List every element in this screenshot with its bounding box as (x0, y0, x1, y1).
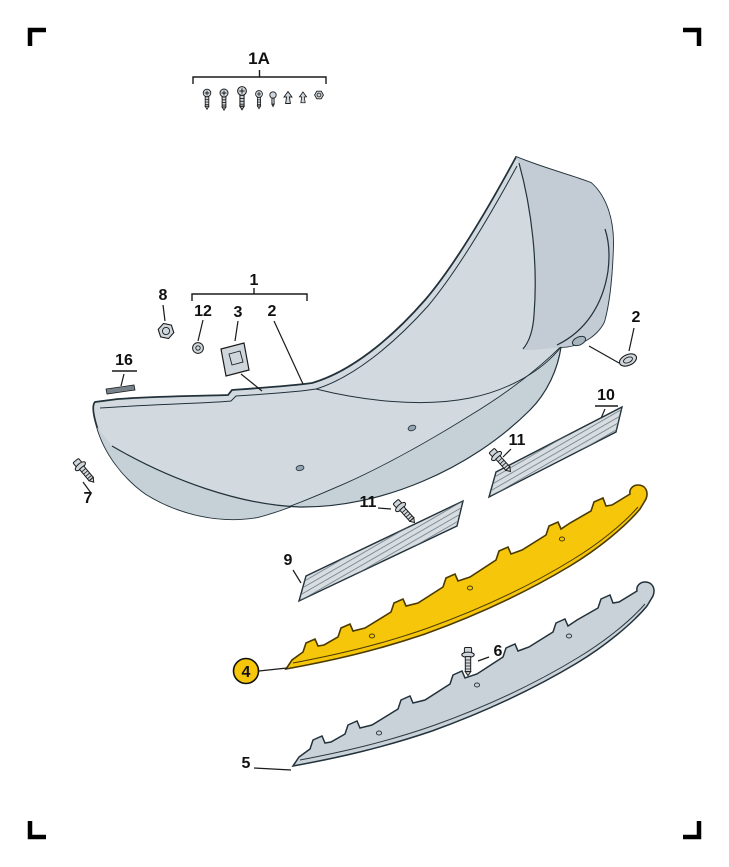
callout-label-1[interactable]: 1 (250, 272, 259, 289)
leader-line-bracket-to-bumper (240, 373, 263, 392)
screw-center-group[interactable]: 6 (461, 643, 503, 677)
callout-label-12[interactable]: 12 (194, 303, 212, 320)
bumper-lower-face-shade (97, 347, 561, 520)
leader-line-5 (253, 767, 292, 771)
cap-inner-line (623, 356, 633, 364)
callout-label-9[interactable]: 9 (284, 552, 293, 569)
washer-bore (195, 345, 201, 351)
callout-label-3[interactable]: 3 (234, 304, 243, 321)
callout-label-4[interactable]: 4 (242, 664, 251, 681)
fastener-kit-group[interactable]: 1A (192, 49, 327, 111)
callout-label-11-mid[interactable]: 11 (360, 494, 377, 511)
kit-screw-icon (237, 86, 247, 111)
kit-clip-icon (298, 91, 308, 104)
diffuser-strip-highlighted[interactable]: 4 (232, 484, 648, 685)
trim-strip-group[interactable]: 5 (242, 581, 655, 772)
leader-line-4 (258, 667, 288, 672)
leader-line-9 (292, 569, 302, 584)
bumper-upper-rim-line (315, 346, 562, 404)
leader-line-11-mid (377, 507, 392, 510)
callout-label-16[interactable]: 16 (115, 352, 133, 369)
adhesive-pad-shape (105, 384, 136, 395)
grille-right-group[interactable]: 10 (487, 387, 624, 499)
screw-icon-11-mid (390, 496, 420, 528)
grille-left-group[interactable]: 9 (284, 499, 465, 603)
cap-right-group[interactable]: 2 (588, 309, 641, 369)
leader-line-6 (477, 656, 490, 662)
adhesive-pad[interactable]: 16 (105, 352, 137, 395)
callout-label-2-right[interactable]: 2 (632, 309, 641, 326)
callout-label-11-right[interactable]: 11 (509, 432, 526, 449)
grille-right-hatch (489, 407, 622, 497)
washer[interactable] (192, 342, 204, 354)
kit-rivet-icon (269, 91, 277, 107)
callout-label-10[interactable]: 10 (597, 387, 615, 404)
leader-line-2-right (628, 327, 635, 352)
cap-shape (618, 353, 638, 367)
hex-nut-bore (161, 326, 171, 336)
cap-mounting-hole (571, 335, 587, 347)
hex-nut[interactable] (157, 322, 176, 340)
kit-screw-icon (255, 90, 263, 110)
crop-mark-top-right (683, 27, 702, 46)
leader-line-16 (120, 373, 125, 387)
crop-mark-top-left (27, 27, 46, 46)
screw-right-group[interactable]: 11 (486, 432, 526, 477)
mounting-bracket[interactable] (220, 342, 263, 392)
crop-mark-bottom-right (683, 821, 702, 840)
callout-label-2[interactable]: 2 (268, 303, 277, 320)
leader-line-7 (82, 481, 92, 494)
leader-line-3 (234, 320, 239, 342)
assembly-callout-group: 1 8 12 3 2 (159, 272, 308, 385)
callout-label-8[interactable]: 8 (159, 287, 168, 304)
kit-nut-icon (314, 90, 324, 100)
assembly-bracket (191, 293, 308, 301)
bumper-wheel-arch-line (556, 228, 610, 346)
bumper-crease-line (111, 346, 562, 508)
mounting-bracket-slot (228, 350, 244, 366)
leader-line-cap-to-hole (588, 345, 620, 364)
kit-screw-icon (219, 88, 229, 111)
sensor-hole (295, 464, 305, 472)
bumper-top-flange-line (99, 165, 518, 409)
bumper-cover[interactable] (92, 155, 614, 521)
callout-label-1A[interactable]: 1A (248, 49, 270, 68)
screw-icon-7 (70, 456, 99, 487)
callout-label-7[interactable]: 7 (84, 490, 93, 507)
leader-line-12 (197, 319, 204, 342)
kit-clip-icon (283, 91, 293, 104)
highlight-badge-4[interactable] (232, 657, 260, 685)
hex-nut-body (157, 322, 175, 340)
mounting-bracket-plate (220, 342, 250, 377)
sensor-hole (407, 424, 417, 432)
grille-left-hatch (299, 501, 463, 601)
washer-outer (192, 342, 204, 354)
leader-line-11-right (502, 448, 512, 458)
bumper-side-panel (516, 157, 614, 350)
callout-label-6[interactable]: 6 (494, 643, 503, 660)
kit-screw-icon (202, 88, 212, 110)
crop-mark-bottom-left (27, 821, 46, 840)
leader-line-2 (273, 320, 304, 385)
screw-icon-6 (461, 647, 475, 677)
screw-left-group[interactable]: 7 (70, 456, 99, 507)
leader-line-8 (162, 304, 166, 322)
bumper-corner-crease (518, 162, 536, 350)
screw-mid-group[interactable]: 11 (360, 494, 420, 528)
corner-crop-marks (27, 27, 702, 840)
callout-label-5[interactable]: 5 (242, 755, 251, 772)
kit-bracket (192, 76, 327, 84)
